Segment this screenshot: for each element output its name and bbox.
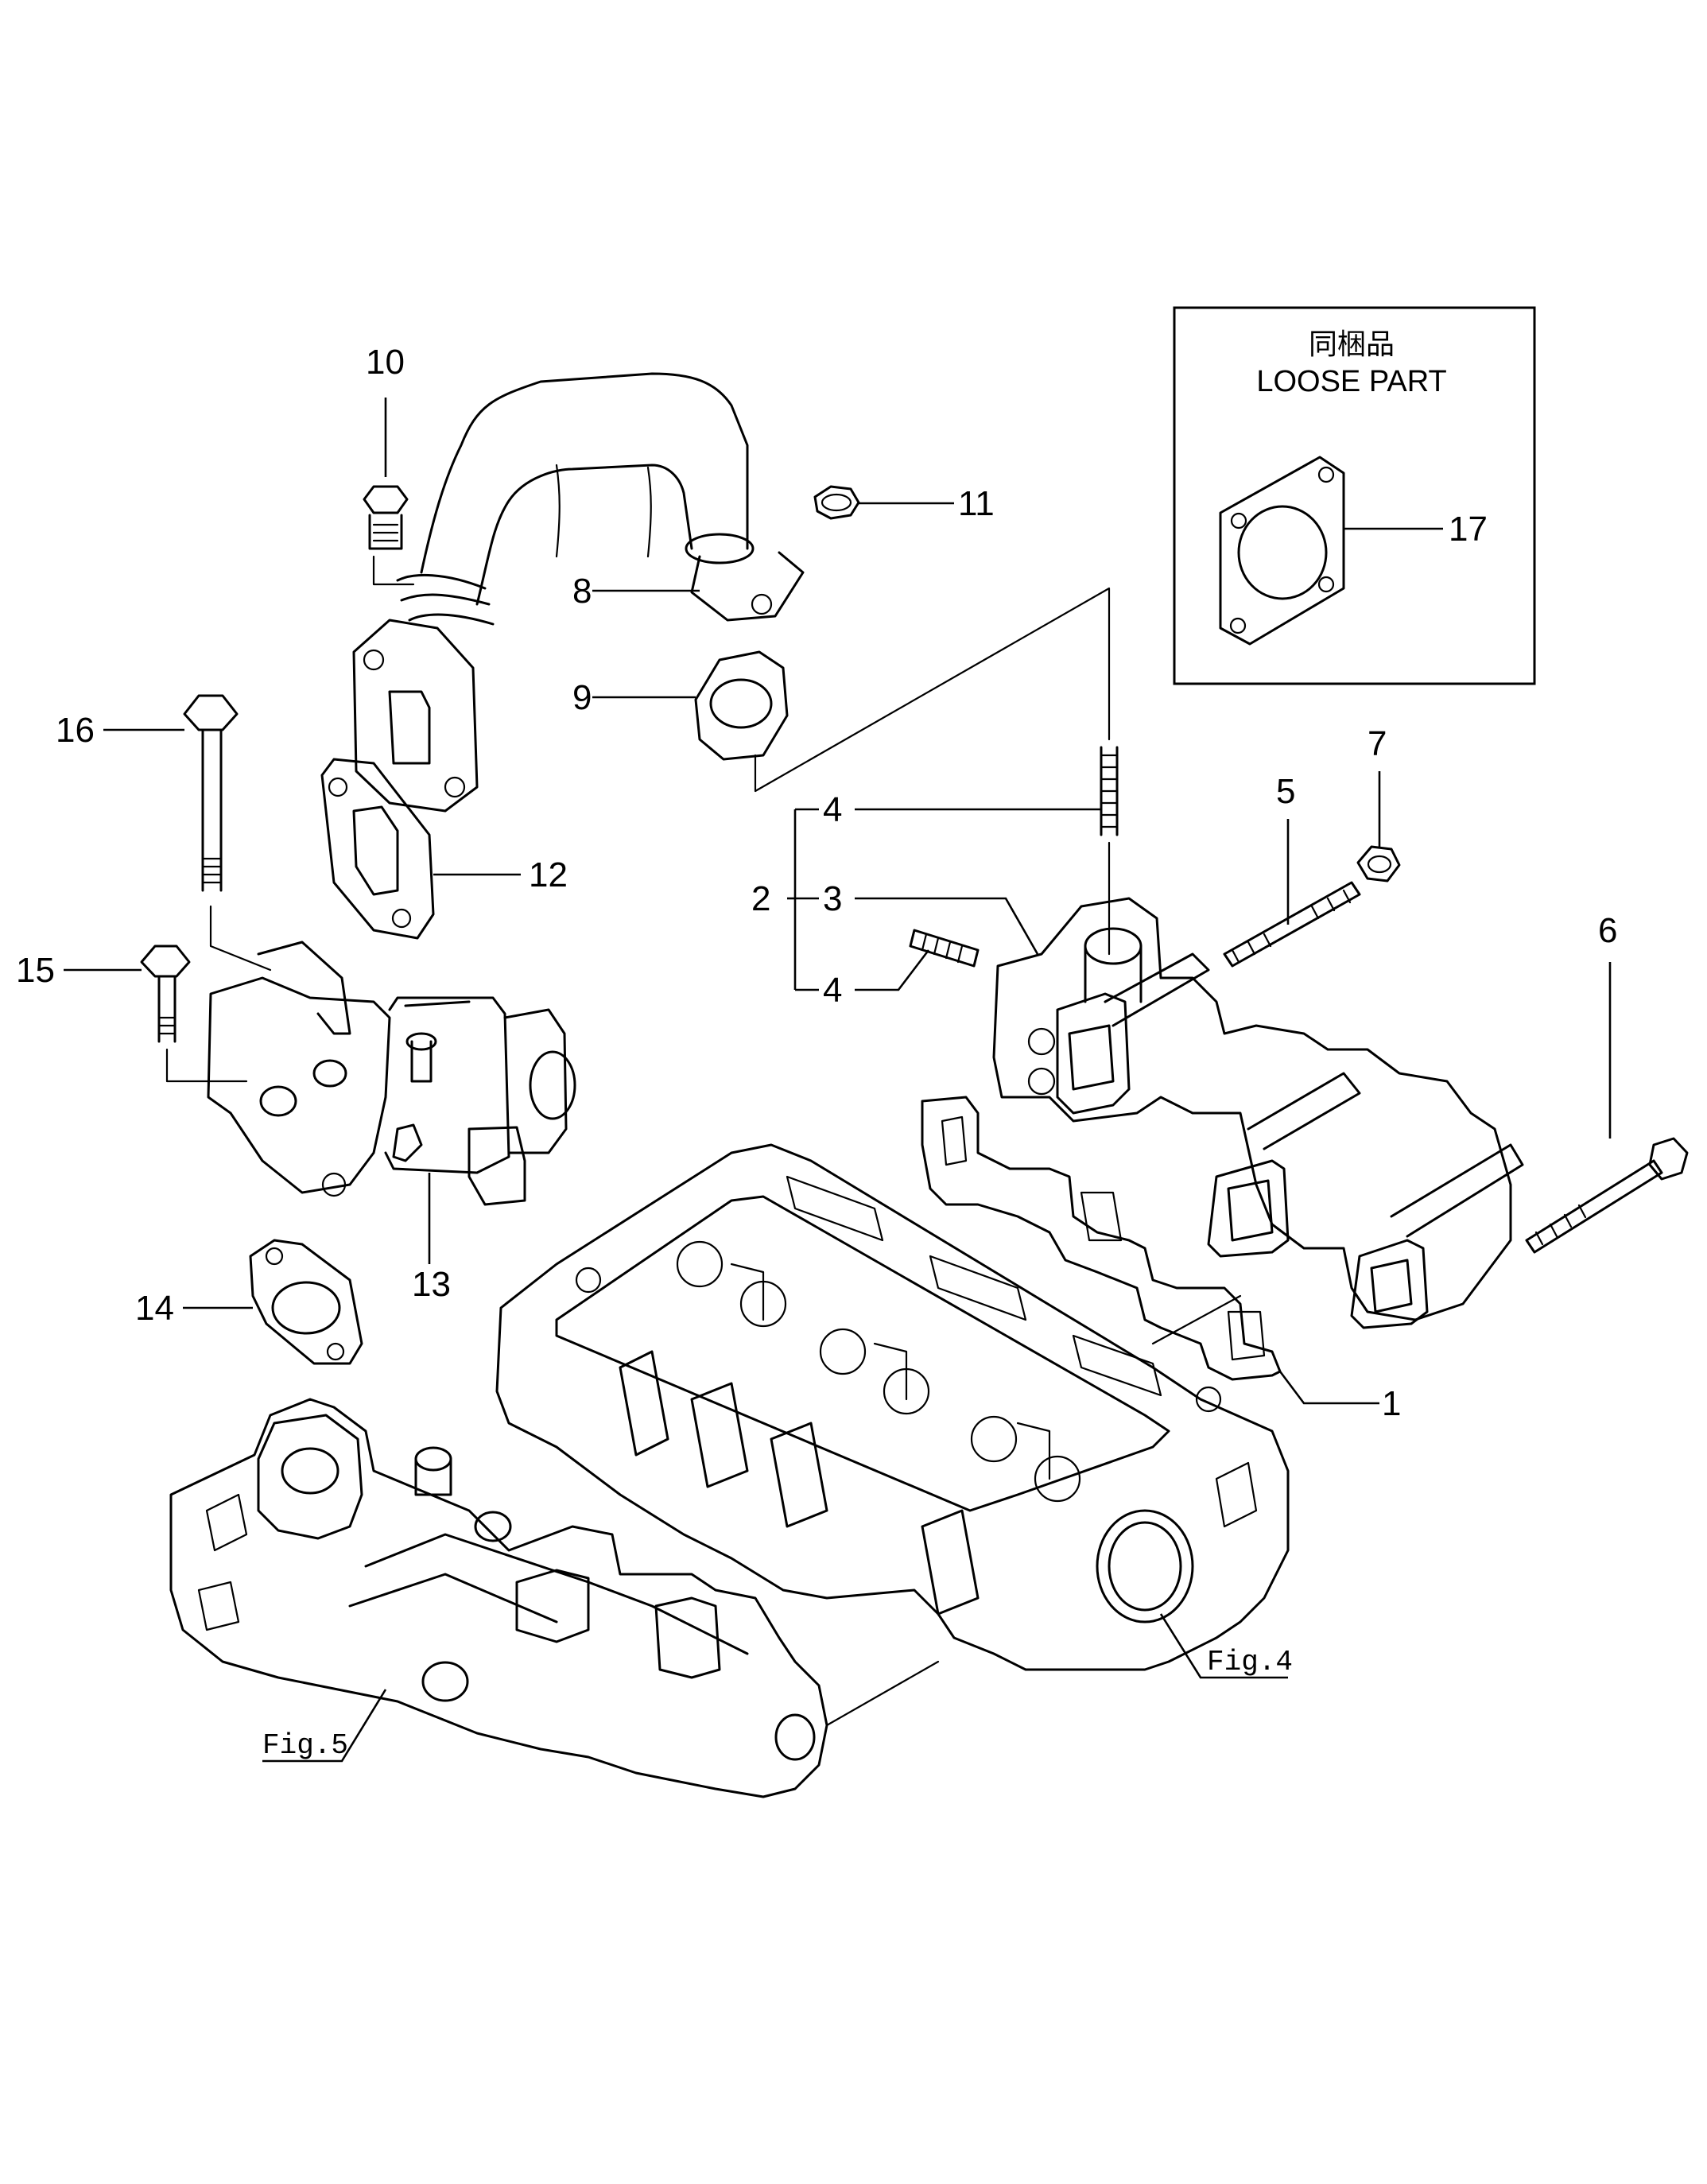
nut-part-11: [813, 485, 954, 520]
bolt-part-15: [64, 945, 248, 1083]
gasket-part-17: [1219, 456, 1345, 646]
callout-2: 2: [751, 879, 770, 918]
callout-17: 17: [1449, 510, 1488, 549]
egr-valve-part-13: [207, 941, 576, 1264]
gasket-part-14: [183, 1239, 363, 1365]
loose-part-title-en: LOOSE PART: [1256, 365, 1446, 398]
intake-manifold-fig5: [169, 1398, 828, 1798]
callout-labels: 1 2 3 4 4 5 6 7 8 9 10 11 12 13 14 15 16…: [16, 343, 1617, 1762]
exhaust-manifold-gasket: [921, 1096, 1282, 1381]
callout-14: 14: [135, 1289, 174, 1328]
bolt-part-6: [1525, 962, 1689, 1254]
egr-pipe-part-8: [396, 372, 805, 626]
callout-12: 12: [529, 855, 568, 894]
callout-1: 1: [1382, 1384, 1401, 1423]
fig-ref-5: Fig.5: [262, 1729, 348, 1762]
callout-11: 11: [958, 484, 995, 523]
bolt-part-10: [363, 398, 415, 586]
stud-part-4-top: [1100, 746, 1119, 956]
exhaust-manifold-part-3: [992, 897, 1524, 1329]
callout-10: 10: [366, 343, 405, 382]
egr-pipe-flange: [352, 619, 479, 813]
callout-7: 7: [1368, 724, 1387, 763]
gasket-part-9: [694, 650, 789, 761]
callout-15: 15: [16, 951, 55, 990]
callout-16: 16: [56, 711, 95, 750]
callout-4-top: 4: [823, 790, 842, 829]
callout-6: 6: [1598, 911, 1617, 950]
stud-part-4-bottom: [909, 929, 980, 968]
callout-13: 13: [412, 1265, 451, 1304]
callout-8: 8: [572, 572, 592, 611]
gasket-part-12: [320, 758, 521, 940]
bolt-part-16: [103, 694, 272, 972]
loose-part-title-cjk: 同梱品: [1309, 328, 1395, 361]
callout-4-bottom: 4: [823, 971, 842, 1010]
callout-5: 5: [1276, 772, 1295, 811]
loose-part-box: 同梱品 LOOSE PART: [1173, 306, 1536, 685]
callout-9: 9: [572, 678, 592, 717]
nut-part-7: [1356, 771, 1401, 883]
callout-3: 3: [823, 879, 842, 918]
leader-lines: [262, 587, 1379, 1763]
stud-part-5: [1223, 819, 1361, 968]
fig-ref-4: Fig.4: [1207, 1646, 1293, 1678]
cylinder-head-fig4: [495, 1143, 1290, 1671]
